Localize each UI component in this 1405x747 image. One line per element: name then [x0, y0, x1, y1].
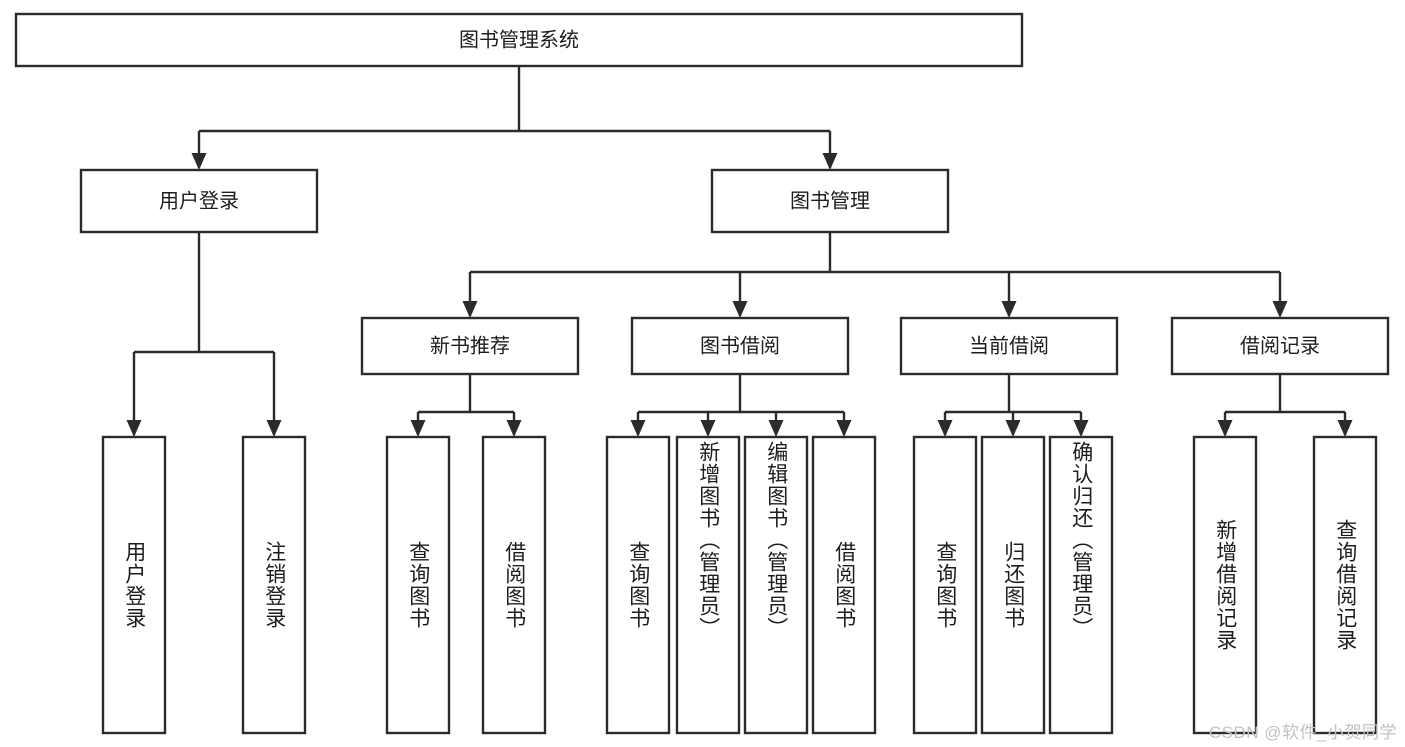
leaf-node-box-8[interactable] — [912, 435, 978, 735]
level3-node-box-2[interactable] — [899, 316, 1119, 376]
leaf-node-box-11[interactable] — [1192, 435, 1258, 735]
arrow-head-icon — [630, 420, 646, 437]
level3-node-label-1: 图书借阅 — [700, 334, 780, 357]
arrow-head-icon — [1337, 420, 1353, 437]
level2-node-box-0[interactable] — [79, 168, 319, 234]
level2-node-box-1[interactable] — [710, 168, 950, 234]
arrow-head-icon — [191, 153, 207, 170]
arrow-head-icon — [1272, 301, 1288, 318]
leaf-node-box-5[interactable] — [675, 435, 741, 735]
leaf-node-box-2[interactable] — [385, 435, 451, 735]
level2-node-label-1: 图书管理 — [790, 189, 870, 212]
level3-node-box-0[interactable] — [360, 316, 580, 376]
leaf-node-box-12[interactable] — [1312, 435, 1378, 735]
leaf-node-box-10[interactable] — [1048, 435, 1114, 735]
arrow-head-icon — [462, 301, 478, 318]
arrow-head-icon — [836, 420, 852, 437]
arrow-head-icon — [1005, 420, 1021, 437]
leaf-node-box-1[interactable] — [241, 435, 307, 735]
leaf-node-box-0[interactable] — [101, 435, 167, 735]
arrow-head-icon — [1217, 420, 1233, 437]
level2-node-label-0: 用户登录 — [159, 189, 239, 212]
arrow-head-icon — [506, 420, 522, 437]
arrow-head-icon — [1073, 420, 1089, 437]
arrow-head-icon — [768, 420, 784, 437]
boxes-layer — [14, 12, 1390, 735]
root-node-box-0[interactable] — [14, 12, 1024, 68]
leaf-node-box-6[interactable] — [743, 435, 809, 735]
arrow-head-icon — [700, 420, 716, 437]
arrow-head-icon — [732, 301, 748, 318]
arrow-head-icon — [1001, 301, 1017, 318]
leaf-node-box-3[interactable] — [481, 435, 547, 735]
leaf-node-box-4[interactable] — [605, 435, 671, 735]
level3-node-box-3[interactable] — [1170, 316, 1390, 376]
level3-node-box-1[interactable] — [630, 316, 850, 376]
watermark-text: CSDN @软件_小贺同学 — [1208, 723, 1397, 742]
arrow-head-icon — [266, 420, 282, 437]
arrow-head-icon — [937, 420, 953, 437]
leaf-node-box-7[interactable] — [811, 435, 877, 735]
leaf-node-box-9[interactable] — [980, 435, 1046, 735]
level3-node-label-2: 当前借阅 — [969, 334, 1049, 357]
arrow-head-icon — [822, 153, 838, 170]
level3-node-label-3: 借阅记录 — [1240, 334, 1320, 357]
level3-node-label-0: 新书推荐 — [430, 334, 510, 357]
arrow-head-icon — [126, 420, 142, 437]
arrow-head-icon — [410, 420, 426, 437]
connectors-layer — [126, 66, 1353, 437]
root-node-label-0: 图书管理系统 — [459, 28, 579, 51]
